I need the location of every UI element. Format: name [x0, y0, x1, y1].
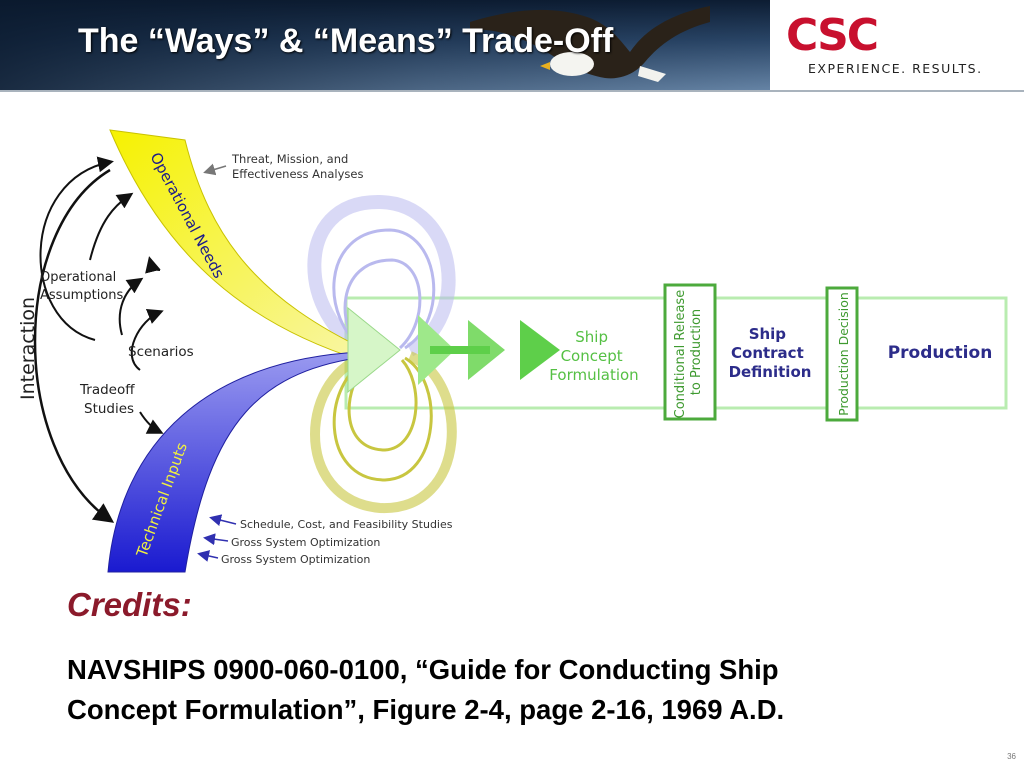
- green-flow-arrows: [347, 306, 560, 394]
- top-note: Threat, Mission, and Effectiveness Analy…: [231, 152, 363, 181]
- upper-feedback-loops: [307, 194, 456, 357]
- eagle-icon: [470, 6, 710, 82]
- bottom-note-arrow-1: [209, 514, 237, 527]
- left-concept-arrows: [89, 192, 164, 434]
- bottom-note-1: Schedule, Cost, and Feasibility Studies: [240, 518, 453, 531]
- interaction-arc-upper: [39, 156, 114, 341]
- slide-title: The “Ways” & “Means” Trade-Off: [78, 22, 614, 60]
- trade-off-diagram: Operational Needs Technical Inputs Inter…: [17, 129, 1008, 573]
- tradeoff-studies-label: Tradeoff Studies: [79, 382, 139, 417]
- production-decision-box: [825, 286, 859, 422]
- slide-header: The “Ways” & “Means” Trade-Off CSC EXPER…: [0, 0, 1024, 92]
- credits-heading: Credits:: [67, 586, 192, 623]
- interaction-arc: [33, 168, 115, 523]
- bottom-note-arrow-2: [203, 533, 229, 546]
- production-label: Production: [888, 343, 993, 363]
- page-number: 36: [1007, 752, 1016, 761]
- scenarios-label: Scenarios: [128, 344, 194, 360]
- logo-tagline: EXPERIENCE. RESULTS.: [808, 61, 983, 76]
- citation-line-2: Concept Formulation”, Figure 2-4, page 2…: [67, 694, 785, 725]
- conditional-release-label: Conditional Release to Production: [673, 286, 704, 419]
- header-divider: [0, 90, 1024, 92]
- bottom-note-3: Gross System Optimization: [221, 553, 370, 566]
- ship-concept-formulation-label: Ship Concept Formulation: [549, 328, 638, 384]
- technical-inputs-band: [107, 351, 372, 573]
- conditional-release-box: [663, 283, 717, 421]
- interaction-label: Interaction: [17, 297, 39, 400]
- operational-assumptions-label: Operational Assumptions: [40, 270, 123, 303]
- ship-contract-definition-label: Ship Contract Definition: [729, 325, 812, 381]
- lower-feedback-loops: [310, 351, 457, 514]
- bottom-notes: Schedule, Cost, and Feasibility Studies …: [197, 514, 453, 566]
- top-note-arrow: [203, 163, 227, 176]
- citation-line-1: NAVSHIPS 0900-060-0100, “Guide for Condu…: [67, 654, 779, 685]
- production-decision-label: Production Decision: [836, 292, 851, 416]
- citation-text: NAVSHIPS 0900-060-0100, “Guide for Condu…: [67, 650, 987, 730]
- bottom-note-2: Gross System Optimization: [231, 536, 380, 549]
- bottom-note-arrow-3: [197, 550, 219, 562]
- eagle-banner: The “Ways” & “Means” Trade-Off: [0, 0, 770, 90]
- csc-logo: CSC: [786, 10, 879, 61]
